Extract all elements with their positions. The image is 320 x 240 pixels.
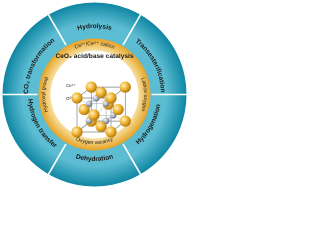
label-lattice-oxygen: Lattice oxygen: [139, 77, 148, 112]
label-hydrolysis: Hydrolysis: [77, 23, 113, 32]
ce-atom-5: [119, 115, 131, 127]
ce-atom-1: [105, 126, 117, 138]
ce-atom-3: [71, 92, 83, 104]
catalysis-diagram: Hydrolysis Transesterification CO₂ trans…: [0, 0, 189, 189]
ceo2-crystal-structure: [71, 81, 131, 138]
ring-divider-5: [122, 14, 142, 46]
label-ce-cation: Ce³⁺/Ce⁴⁺ cation: [74, 41, 116, 51]
o-atom-2: [85, 100, 93, 108]
outer-ring-dividers: [2, 14, 187, 175]
label-dehydration: Dehydration: [75, 153, 114, 163]
label-oxygen-vacancy: Oxygen vacancy: [75, 136, 114, 146]
ce-atom-13: [112, 103, 124, 116]
ce-ion-label: Ce⁴⁺: [66, 83, 76, 88]
ce-atom-8: [88, 109, 100, 121]
ring-divider-1: [122, 143, 142, 175]
ce-atom-11: [95, 86, 107, 99]
label-hydroxyl-group: Hydroxyl group: [41, 76, 50, 113]
ce-atom-10: [95, 120, 107, 133]
ring-divider-4: [47, 14, 67, 46]
ce-atom-7: [85, 81, 97, 93]
ce-atom-0: [71, 126, 83, 138]
ring-divider-2: [47, 143, 67, 175]
center-title: CeO₂ acid/base catalysis: [55, 53, 133, 60]
diagram-canvas: Hydrolysis Transesterification CO₂ trans…: [2, 2, 187, 187]
o-atom-4: [102, 117, 110, 125]
ce-atom-12: [78, 103, 90, 116]
o-ion-label: O²⁻: [66, 96, 73, 101]
ce-atom-6: [119, 81, 131, 93]
ce-atom-2: [105, 92, 117, 104]
